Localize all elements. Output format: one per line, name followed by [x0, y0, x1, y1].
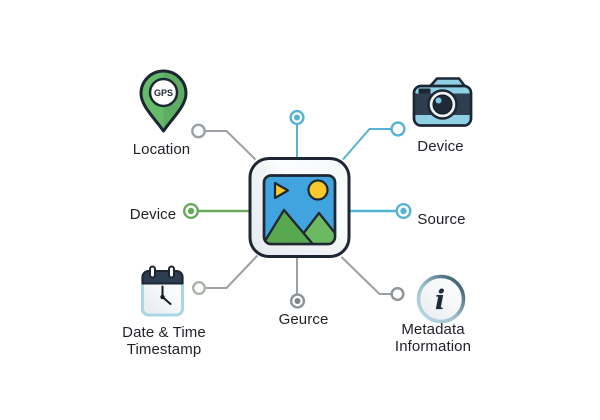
connector-source-right: [350, 202, 412, 219]
sun-shape: [307, 179, 329, 201]
label-device-top: Device: [417, 138, 464, 155]
label-metadata-line2: Information: [394, 338, 472, 355]
label-timestamp-line2: Timestamp: [126, 341, 202, 358]
connector-source-bottom: [289, 257, 306, 309]
camera-icon: [412, 77, 473, 127]
label-location: Location: [132, 141, 191, 158]
gps-badge-text: GPS: [154, 88, 173, 98]
connector-timestamp: [191, 254, 259, 296]
label-device-left: Device: [129, 206, 177, 223]
connector-device-left: [182, 202, 250, 219]
label-timestamp: Date & Time Timestamp: [114, 324, 214, 358]
connector-source-top: [289, 109, 305, 159]
label-source-bottom: Geurce: [278, 311, 329, 328]
connector-device-top: [342, 121, 406, 161]
calendar-clock-icon: [141, 265, 184, 317]
play-triangle-shape: [273, 181, 290, 200]
label-metadata: Metadata Information: [383, 321, 483, 355]
label-metadata-line1: Metadata: [401, 321, 465, 338]
info-glyph: i: [435, 285, 445, 316]
label-source-right: Source: [417, 211, 466, 228]
gps-pin-icon: GPS: [139, 69, 188, 133]
image-thumbnail-icon: [248, 157, 351, 258]
label-timestamp-line1: Date & Time: [122, 324, 206, 341]
connector-location: [191, 123, 257, 161]
info-icon: i: [416, 274, 466, 324]
connector-metadata: [340, 256, 405, 302]
